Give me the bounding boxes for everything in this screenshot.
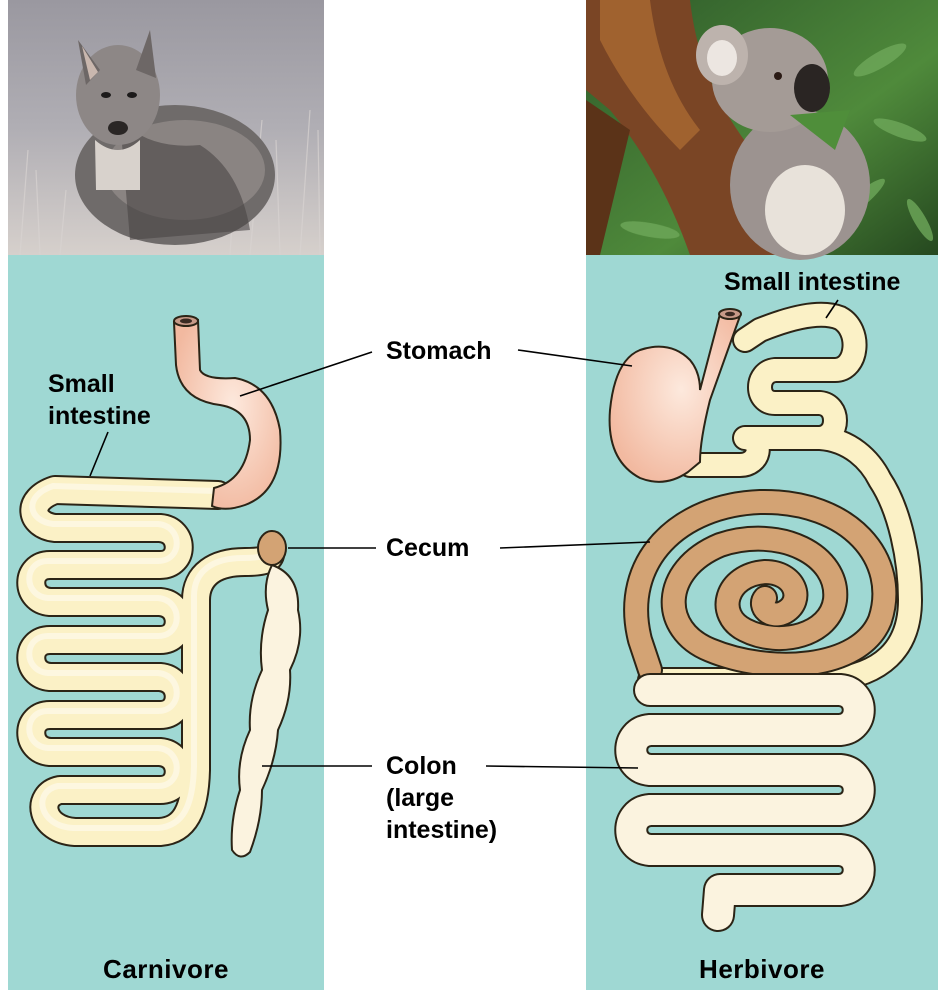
cecum-label: Cecum [386, 534, 469, 562]
carnivore-title: Carnivore [103, 954, 229, 984]
carnivore-cecum [258, 531, 286, 565]
colon-label-line3: intestine) [386, 816, 497, 844]
carnivore-small-intestine-label-line1: Small [48, 370, 115, 398]
colon-label-line1: Colon [386, 752, 457, 780]
carnivore-small-intestine-label-line2: intestine [48, 402, 151, 430]
herbivore-small-intestine-label: Small intestine [724, 268, 901, 296]
carnivore-photo [8, 0, 324, 255]
colon-label-line2: (large [386, 784, 454, 812]
herbivore-photo [586, 0, 938, 260]
stomach-label: Stomach [386, 337, 492, 365]
herbivore-title: Herbivore [699, 954, 825, 984]
